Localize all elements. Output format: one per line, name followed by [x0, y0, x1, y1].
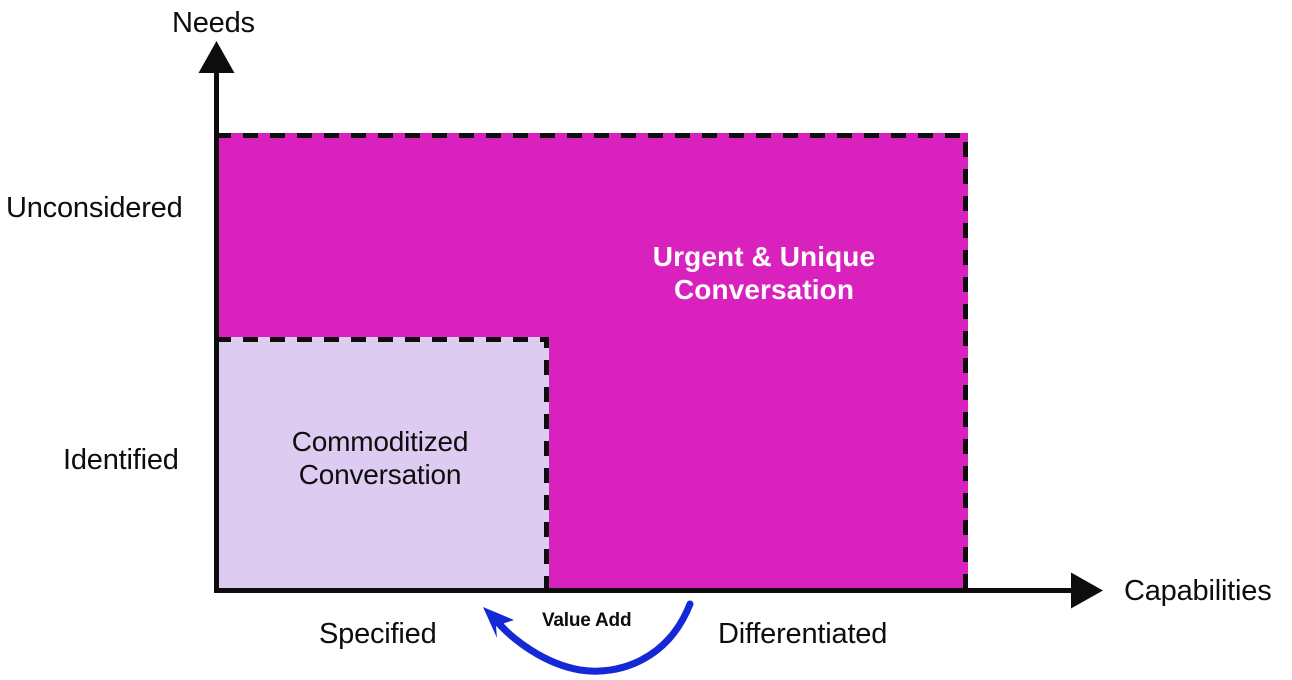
region-commoditized-fill — [216, 337, 549, 590]
annotation-label-value-add: Value Add — [542, 610, 632, 631]
region-label-commoditized-line2: Conversation — [298, 459, 462, 491]
value-add-arrow-curve — [490, 600, 694, 675]
region-label-commoditized: Commoditized Conversation — [235, 425, 525, 491]
region-commoditized-dashed-border — [216, 337, 549, 590]
x-axis-tick-differentiated: Differentiated — [718, 618, 888, 650]
x-axis-title: Capabilities — [1124, 575, 1272, 607]
region-urgent-unique-dashed-border — [216, 133, 968, 590]
region-label-urgent-unique-line2: Conversation — [673, 274, 855, 306]
y-axis-tick-unconsidered: Unconsidered — [6, 192, 183, 224]
y-axis-tick-identified: Identified — [63, 444, 179, 476]
region-label-commoditized-line1: Commoditized — [291, 426, 469, 457]
y-axis-title: Needs — [172, 7, 255, 39]
region-label-urgent-unique-line1: Urgent & Unique — [652, 241, 876, 272]
x-axis-tick-specified: Specified — [319, 618, 437, 650]
value-add-arrowhead — [483, 607, 514, 638]
region-label-urgent-unique: Urgent & Unique Conversation — [614, 240, 914, 306]
